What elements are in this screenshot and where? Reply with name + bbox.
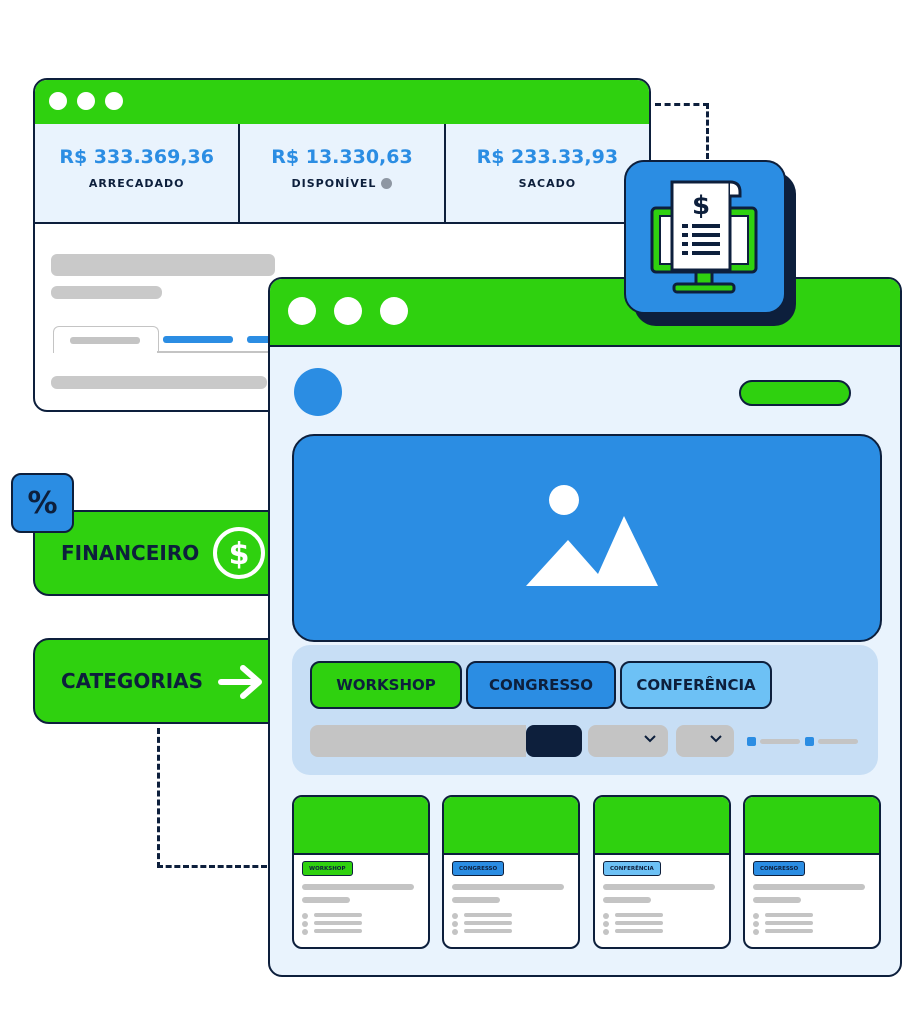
card-tag: CONGRESSO xyxy=(452,861,505,876)
window-dot[interactable] xyxy=(77,92,95,110)
arrow-right-icon xyxy=(218,665,262,699)
connector-top-vertical xyxy=(706,103,709,159)
card-tag: CONFERÊNCIA xyxy=(603,861,661,876)
window-dot[interactable] xyxy=(380,297,408,325)
connector-left-horizontal xyxy=(157,865,267,868)
placeholder-line xyxy=(51,286,162,299)
avatar[interactable] xyxy=(294,368,342,416)
window-dot[interactable] xyxy=(288,297,316,325)
card-image xyxy=(294,797,428,855)
chip-label: CONGRESSO xyxy=(488,676,594,694)
website-window: WORKSHOP CONGRESSO CONFERÊNCIA WORKSHOP … xyxy=(268,277,902,977)
financeiro-label: FINANCEIRO xyxy=(61,541,200,565)
search-input[interactable] xyxy=(310,725,526,757)
svg-text:$: $ xyxy=(692,191,710,221)
connector-left-vertical xyxy=(157,728,160,868)
hero-banner xyxy=(292,434,882,642)
connector-top xyxy=(655,103,709,106)
dashboard-titlebar xyxy=(35,80,649,126)
stat-label: DISPONÍVEL xyxy=(291,177,377,190)
window-dot[interactable] xyxy=(49,92,67,110)
stat-disponivel: R$ 13.330,63 DISPONÍVEL xyxy=(240,124,446,222)
placeholder-line xyxy=(51,254,275,276)
stat-value: R$ 233.33,93 xyxy=(476,146,619,168)
stat-arrecadado: R$ 333.369,36 ARRECADADO xyxy=(35,124,241,222)
event-card[interactable]: CONFERÊNCIA xyxy=(593,795,731,949)
event-card[interactable]: CONGRESSO xyxy=(442,795,580,949)
placeholder-line xyxy=(51,376,267,389)
search-button[interactable] xyxy=(526,725,582,757)
categorias-button[interactable]: CATEGORIAS xyxy=(33,638,286,724)
categorias-label: CATEGORIAS xyxy=(61,669,204,693)
stat-value: R$ 13.330,63 xyxy=(271,146,413,168)
percent-icon: % xyxy=(11,473,74,533)
card-tag: WORKSHOP xyxy=(302,861,353,876)
tab-underline xyxy=(157,351,277,353)
image-placeholder-icon xyxy=(526,485,658,586)
event-card[interactable]: WORKSHOP xyxy=(292,795,430,949)
chip-label: WORKSHOP xyxy=(336,676,436,694)
filter-select[interactable] xyxy=(676,725,734,757)
event-card[interactable]: CONGRESSO xyxy=(743,795,881,949)
stat-label: SACADO xyxy=(518,177,577,190)
stat-label: ARRECADADO xyxy=(88,177,185,190)
stat-sacado: R$ 233.33,93 SACADO xyxy=(446,124,649,222)
tab-inactive[interactable] xyxy=(247,336,287,343)
tab-active[interactable] xyxy=(53,326,159,353)
chip-label: CONFERÊNCIA xyxy=(636,676,756,694)
dashboard-window: R$ 333.369,36 ARRECADADO R$ 13.330,63 DI… xyxy=(33,78,651,412)
category-chip-conferencia[interactable]: CONFERÊNCIA xyxy=(620,661,772,709)
toggle-option[interactable] xyxy=(805,737,814,746)
info-icon[interactable] xyxy=(381,178,393,189)
percent-label: % xyxy=(27,485,58,521)
dollar-circle-icon: $ xyxy=(213,527,265,579)
toggle-option-label xyxy=(760,739,800,744)
card-image xyxy=(444,797,578,855)
card-tag: CONGRESSO xyxy=(753,861,806,876)
chevron-down-icon xyxy=(644,735,656,743)
window-dot[interactable] xyxy=(105,92,123,110)
category-chip-congresso[interactable]: CONGRESSO xyxy=(466,661,616,709)
svg-text:$: $ xyxy=(229,537,250,572)
stat-value: R$ 333.369,36 xyxy=(59,146,214,168)
filter-panel: WORKSHOP CONGRESSO CONFERÊNCIA xyxy=(292,645,878,775)
chevron-down-icon xyxy=(710,735,722,743)
tab-inactive[interactable] xyxy=(163,336,233,343)
website-titlebar xyxy=(270,279,900,347)
stats-row: R$ 333.369,36 ARRECADADO R$ 13.330,63 DI… xyxy=(35,124,649,224)
card-image xyxy=(745,797,879,855)
toggle-option-label xyxy=(818,739,858,744)
receipt-monitor-icon: $ xyxy=(624,160,786,314)
header-action-button[interactable] xyxy=(739,380,851,406)
receipt-monitor-graphic: $ xyxy=(650,180,758,294)
category-chip-workshop[interactable]: WORKSHOP xyxy=(310,661,462,709)
card-image xyxy=(595,797,729,855)
filter-select[interactable] xyxy=(588,725,668,757)
window-dot[interactable] xyxy=(334,297,362,325)
toggle-option[interactable] xyxy=(747,737,756,746)
financeiro-button[interactable]: FINANCEIRO $ xyxy=(33,510,286,596)
